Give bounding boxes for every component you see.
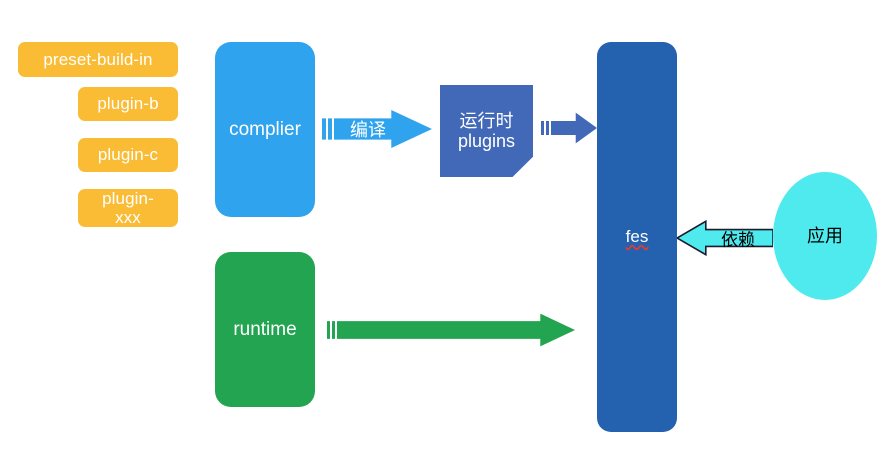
node-app-label: 应用 xyxy=(807,225,843,246)
plugin-box-plugin-xxx[interactable]: plugin- xxx xyxy=(78,189,178,227)
arrow-depend[interactable]: 依赖 xyxy=(677,219,773,257)
arrow-tail-stripe xyxy=(549,112,551,144)
plugin-label: plugin- xxx xyxy=(102,188,154,227)
arrow-plugins-to-fes[interactable] xyxy=(541,112,597,144)
plugin-box-plugin-c[interactable]: plugin-c xyxy=(78,138,178,172)
node-runtime-plugins[interactable]: 运行时 plugins xyxy=(440,85,533,177)
arrow-runtime-to-fes-shape xyxy=(327,313,575,347)
arrow-tail-stripe xyxy=(332,110,334,148)
arrow-depend-outline xyxy=(677,219,773,257)
plugin-box-preset-build-in[interactable]: preset-build-in xyxy=(18,42,178,77)
node-fes[interactable]: fes xyxy=(597,42,677,432)
arrow-tail-stripe xyxy=(335,313,337,347)
node-fes-label: fes xyxy=(625,227,649,247)
arrow-tail-stripe xyxy=(544,112,546,144)
node-runtime-plugins-label: 运行时 plugins xyxy=(457,110,516,151)
plugin-label: plugin-c xyxy=(97,145,159,165)
node-complier[interactable]: complier xyxy=(215,42,315,217)
plugin-label: preset-build-in xyxy=(43,49,153,69)
arrow-runtime-to-fes[interactable] xyxy=(327,313,575,347)
arrow-compile-shape xyxy=(322,110,432,148)
node-runtime[interactable]: runtime xyxy=(215,252,315,407)
plugin-label: plugin-b xyxy=(97,94,159,114)
arrow-compile[interactable]: 编译 xyxy=(322,110,432,148)
node-complier-label: complier xyxy=(229,118,301,140)
arrow-tail-stripe xyxy=(330,313,332,347)
plugin-box-plugin-b[interactable]: plugin-b xyxy=(78,87,178,121)
node-app[interactable]: 应用 xyxy=(773,172,877,300)
node-runtime-label: runtime xyxy=(233,318,297,340)
arrow-tail-stripe xyxy=(326,110,328,148)
